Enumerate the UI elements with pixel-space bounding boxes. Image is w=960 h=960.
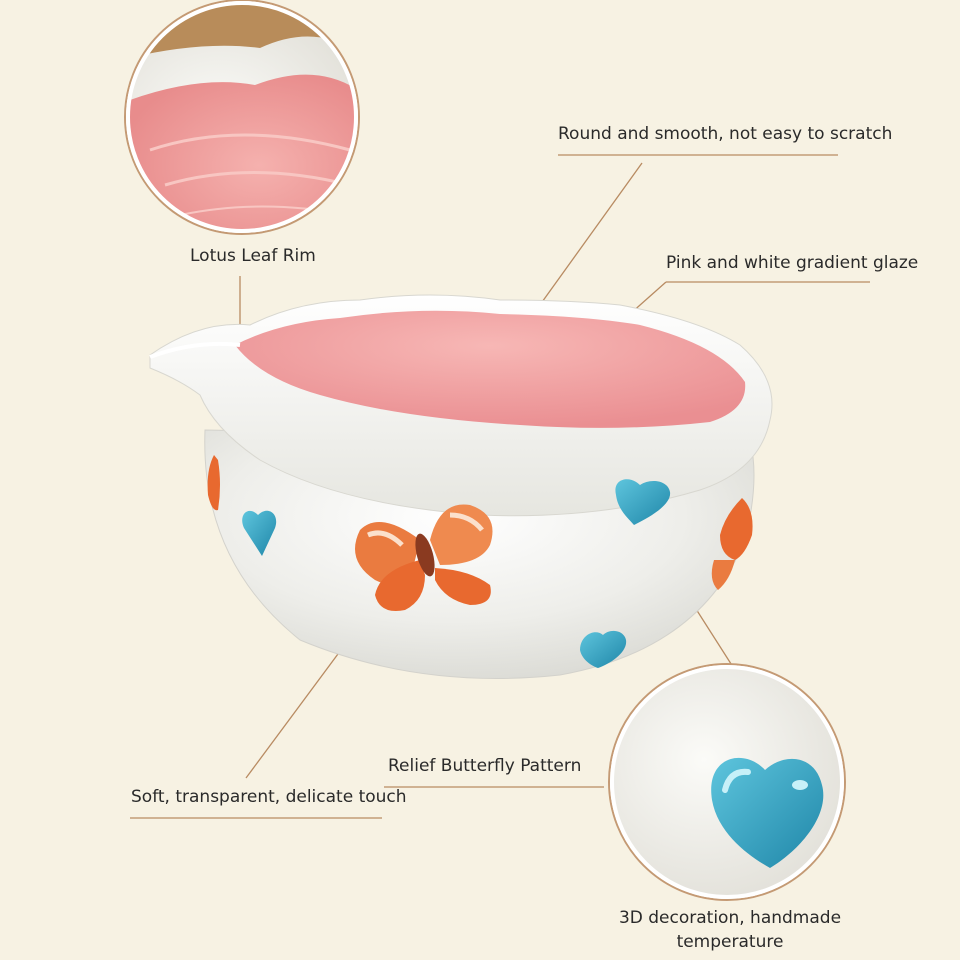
decoration-label-line1: 3D decoration, handmade	[618, 908, 842, 928]
heart-decoration-left	[242, 510, 277, 556]
round-smooth-label: Round and smooth, not easy to scratch	[558, 124, 893, 144]
heart-decoration-right	[615, 479, 671, 525]
bowl	[149, 294, 773, 679]
heart-closeup-circle	[608, 663, 846, 901]
rim-closeup-circle	[124, 0, 360, 235]
gradient-glaze-label: Pink and white gradient glaze	[666, 253, 919, 273]
soft-touch-label: Soft, transparent, delicate touch	[131, 787, 407, 807]
butterfly-decoration-left	[207, 455, 220, 511]
lotus-leaf-rim-label: Lotus Leaf Rim	[190, 246, 316, 266]
butterfly-decoration-right	[711, 498, 753, 590]
relief-butterfly-label: Relief Butterfly Pattern	[388, 756, 582, 776]
decoration-label-line2: temperature	[676, 932, 784, 952]
heart-decoration-bottom	[580, 630, 627, 668]
butterfly-decoration-front	[355, 504, 493, 611]
